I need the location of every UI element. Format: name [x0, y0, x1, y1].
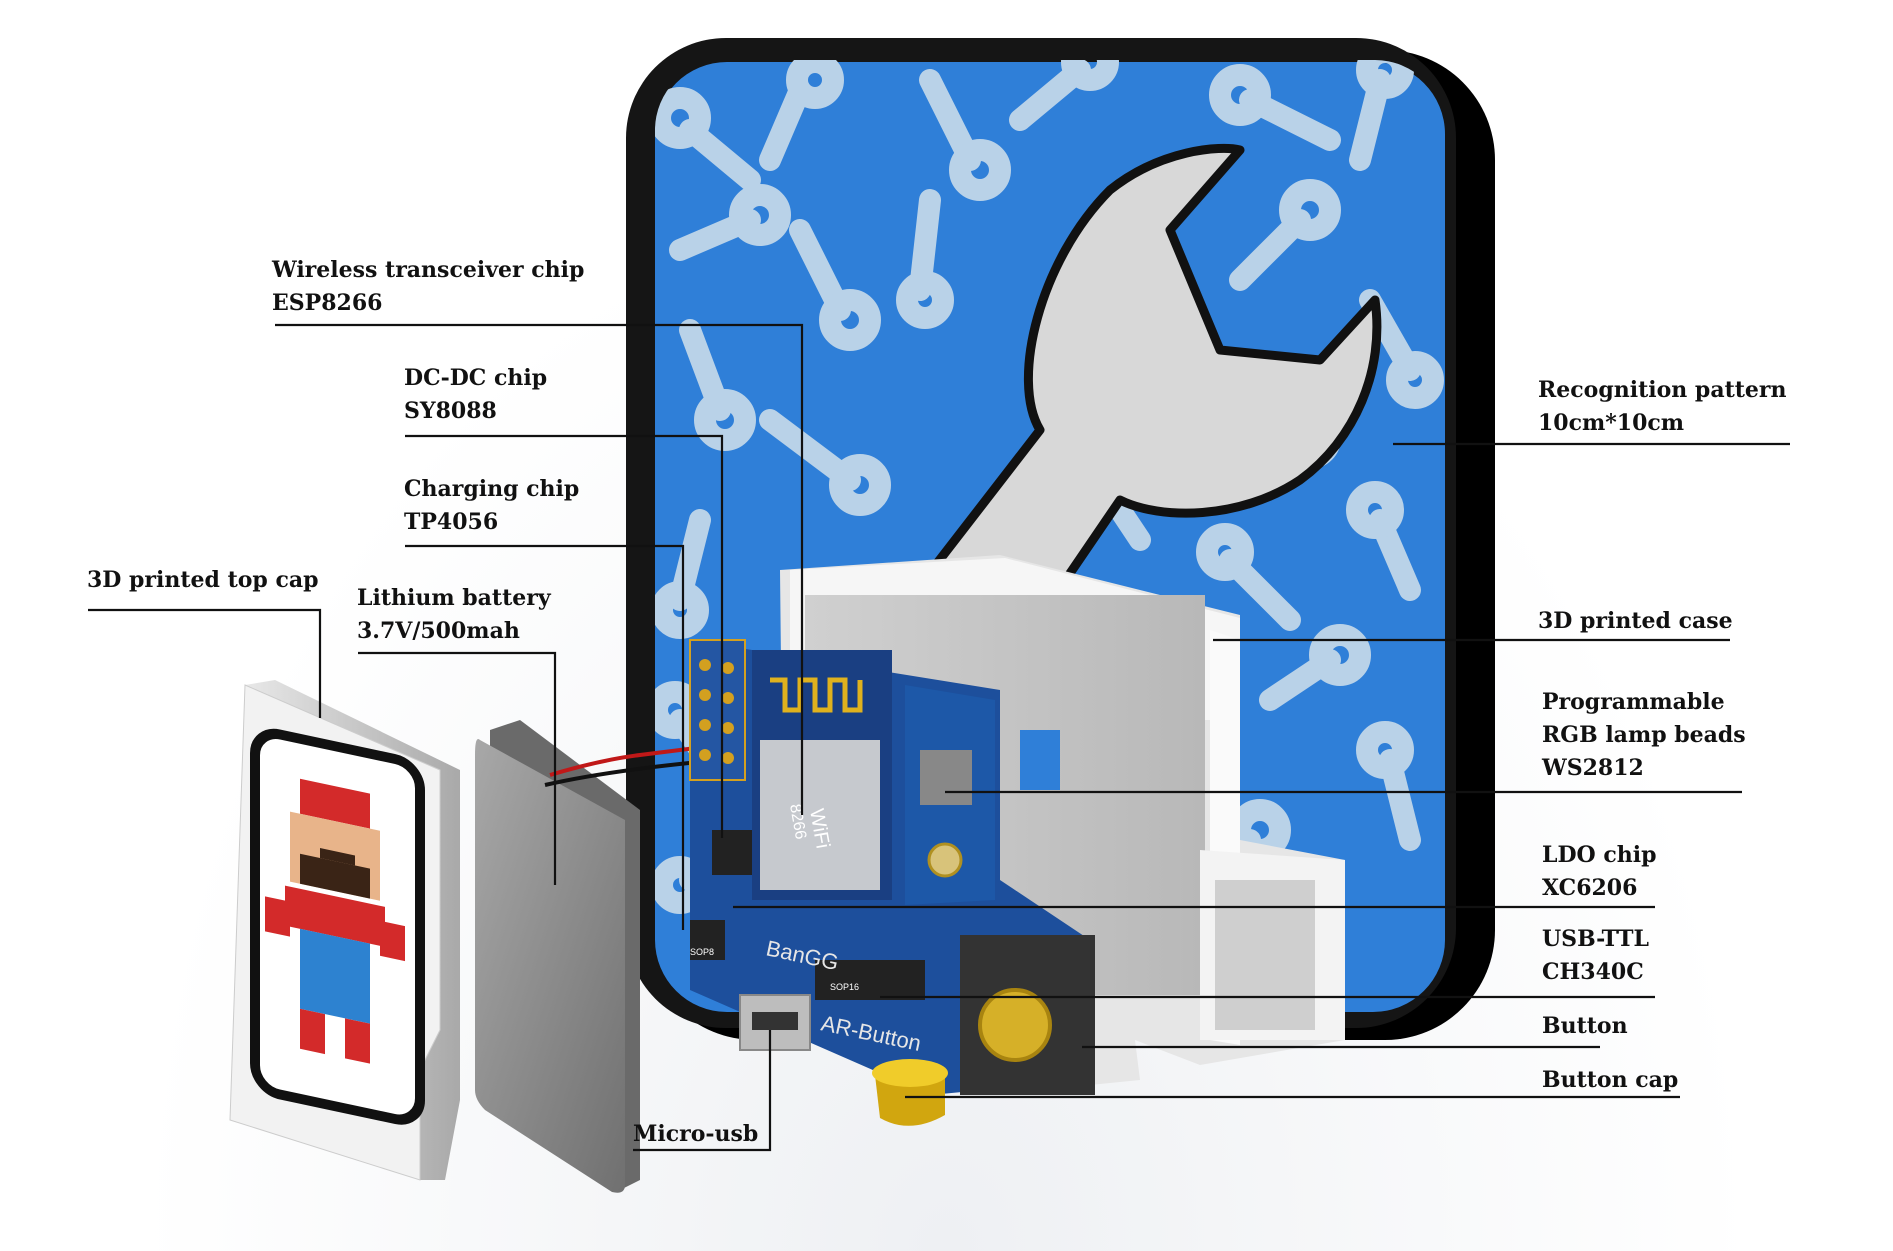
label-dcdc-chip: DC-DC chip SY8088 — [404, 362, 547, 428]
label-microusb-line1: Micro-usb — [633, 1121, 759, 1147]
wifi-antenna-trace — [770, 677, 863, 713]
micro-usb-opening — [752, 1012, 798, 1030]
printed-top-cap — [229, 680, 460, 1181]
lithium-battery — [475, 720, 721, 1193]
label-pattern-line2: 10cm*10cm — [1538, 410, 1685, 436]
label-case-line1: 3D printed case — [1538, 608, 1733, 634]
leader-wireless — [275, 323, 804, 815]
label-wireless-line1: Wireless transceiver chip — [272, 257, 585, 283]
leader-microusb — [633, 1030, 772, 1152]
label-rgb-beads: Programmable RGB lamp beads WS2812 — [1542, 686, 1746, 785]
button-cap-top — [872, 1059, 948, 1087]
leader-battery — [358, 651, 557, 885]
header-pins — [699, 659, 734, 764]
label-charging-chip: Charging chip TP4056 — [404, 473, 579, 539]
chip-marking: 8266 — [786, 803, 809, 841]
label-wireless-chip: Wireless transceiver chip ESP8266 — [272, 254, 584, 320]
label-rgb-line1: Programmable — [1542, 689, 1725, 715]
battery-face — [475, 739, 625, 1193]
tactile-button-stem — [978, 988, 1052, 1062]
label-usbttl-line1: USB-TTL — [1542, 926, 1649, 952]
charging-chip — [690, 920, 725, 960]
label-ldo-line2: XC6206 — [1542, 875, 1638, 901]
label-button-cap: Button cap — [1542, 1064, 1678, 1097]
dcdc-chip — [712, 830, 752, 875]
label-usbttl-line2: CH340C — [1542, 959, 1644, 985]
esp8266-shield — [760, 740, 880, 890]
ch340c-chip — [815, 960, 925, 1000]
label-button: Button — [1542, 1010, 1628, 1043]
pcb-board: WiFi 8266 SOP8 SOP16 BanGG AR-Button — [689, 639, 1095, 1095]
label-charging-line1: Charging chip — [404, 476, 580, 502]
pixel-character — [265, 778, 405, 1064]
leader-lines — [88, 323, 1790, 1152]
label-pattern-line1: Recognition pattern — [1538, 377, 1787, 403]
label-top-cap: 3D printed top cap — [87, 564, 318, 597]
label-dcdc-line2: SY8088 — [404, 398, 497, 424]
pcb-header — [689, 639, 746, 781]
label-printed-case: 3D printed case — [1538, 605, 1733, 638]
label-usb-ttl: USB-TTL CH340C — [1542, 923, 1649, 989]
label-rgb-line3: WS2812 — [1542, 755, 1644, 781]
label-button-line1: Button — [1542, 1013, 1628, 1039]
label-dcdc-line1: DC-DC chip — [404, 365, 548, 391]
label-wireless-line2: ESP8266 — [272, 290, 383, 316]
label-rgb-line2: RGB lamp beads — [1542, 722, 1746, 748]
label-battery-line1: Lithium battery — [357, 585, 551, 611]
case-foot-cavity — [1215, 880, 1315, 1030]
label-micro-usb: Micro-usb — [633, 1118, 758, 1151]
label-ldo-line1: LDO chip — [1542, 842, 1657, 868]
label-battery: Lithium battery 3.7V/500mah — [357, 582, 551, 648]
sop16-marking: SOP16 — [830, 982, 859, 992]
rgb-button-small — [927, 842, 963, 878]
battery-wire-red — [549, 743, 721, 777]
leader-dcdc — [405, 434, 724, 838]
label-buttoncap-line1: Button cap — [1542, 1067, 1679, 1093]
case-window — [1020, 730, 1060, 790]
label-ldo-chip: LDO chip XC6206 — [1542, 839, 1657, 905]
label-recognition-pattern: Recognition pattern 10cm*10cm — [1538, 374, 1786, 440]
leader-charging — [405, 544, 685, 930]
ws2812-led — [920, 750, 972, 805]
leader-topcap — [88, 608, 322, 718]
label-charging-line2: TP4056 — [404, 509, 499, 535]
button-cap — [872, 1059, 948, 1126]
label-topcap-line1: 3D printed top cap — [87, 567, 319, 593]
label-battery-line2: 3.7V/500mah — [357, 618, 520, 644]
sop8-marking: SOP8 — [690, 947, 714, 957]
